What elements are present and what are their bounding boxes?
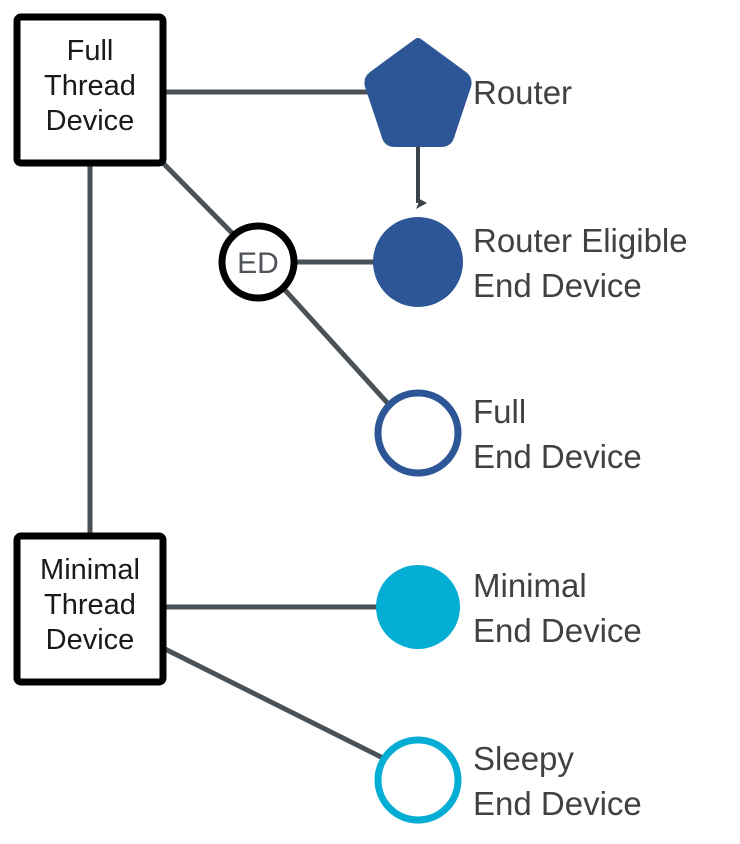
connector-mtd-to-sed bbox=[161, 645, 387, 762]
minimal-thread-device-label-line-2: Thread bbox=[44, 589, 136, 621]
legend-item-router-eligible-end-device[interactable]: Router Eligible End Device bbox=[373, 217, 688, 307]
legend-item-minimal-end-device[interactable]: Minimal End Device bbox=[376, 565, 642, 649]
connector-ftd-to-ed-hub bbox=[161, 161, 236, 237]
legend-item-sleepy-end-device[interactable]: Sleepy End Device bbox=[374, 736, 642, 824]
minimal-thread-device-box bbox=[13, 532, 167, 686]
full-thread-device-box bbox=[13, 13, 167, 167]
router-eligible-end-device-label-line-2: End Device bbox=[473, 267, 642, 304]
full-thread-device-label-line-2: Thread bbox=[44, 70, 136, 102]
minimal-end-device-label-line-2: End Device bbox=[473, 612, 642, 649]
router-eligible-end-device-circle-icon bbox=[373, 217, 463, 307]
router-pentagon-icon bbox=[364, 38, 472, 147]
full-thread-device-label-line-3: Device bbox=[46, 105, 135, 137]
end-device-hub-label: ED bbox=[237, 247, 279, 280]
connector-ed-hub-to-fed bbox=[282, 287, 394, 410]
end-device-hub-circle bbox=[218, 222, 298, 302]
full-end-device-label-line-2: End Device bbox=[473, 438, 642, 475]
node-full-thread-device[interactable]: Full Thread Device bbox=[13, 13, 167, 167]
sleepy-end-device-label-line-2: End Device bbox=[473, 785, 642, 822]
router-eligible-end-device-label-line-1: Router Eligible bbox=[473, 222, 688, 259]
connector-layer bbox=[87, 89, 427, 762]
full-end-device-label-line-1: Full bbox=[473, 393, 526, 430]
legend-item-router[interactable]: Router bbox=[364, 38, 572, 147]
minimal-end-device-label-line-1: Minimal bbox=[473, 567, 587, 604]
sleepy-end-device-label-line-1: Sleepy bbox=[473, 740, 574, 777]
full-end-device-circle-icon bbox=[374, 389, 462, 477]
minimal-thread-device-label-line-3: Device bbox=[46, 624, 135, 656]
router-label-line-1: Router bbox=[473, 74, 572, 111]
legend-item-full-end-device[interactable]: Full End Device bbox=[374, 389, 642, 477]
node-minimal-thread-device[interactable]: Minimal Thread Device bbox=[13, 532, 167, 686]
full-thread-device-label-line-1: Full bbox=[67, 35, 114, 67]
node-end-device-hub[interactable]: ED bbox=[218, 222, 298, 302]
minimal-thread-device-label-line-1: Minimal bbox=[40, 554, 140, 586]
sleepy-end-device-circle-icon bbox=[374, 736, 462, 824]
minimal-end-device-circle-icon bbox=[376, 565, 460, 649]
